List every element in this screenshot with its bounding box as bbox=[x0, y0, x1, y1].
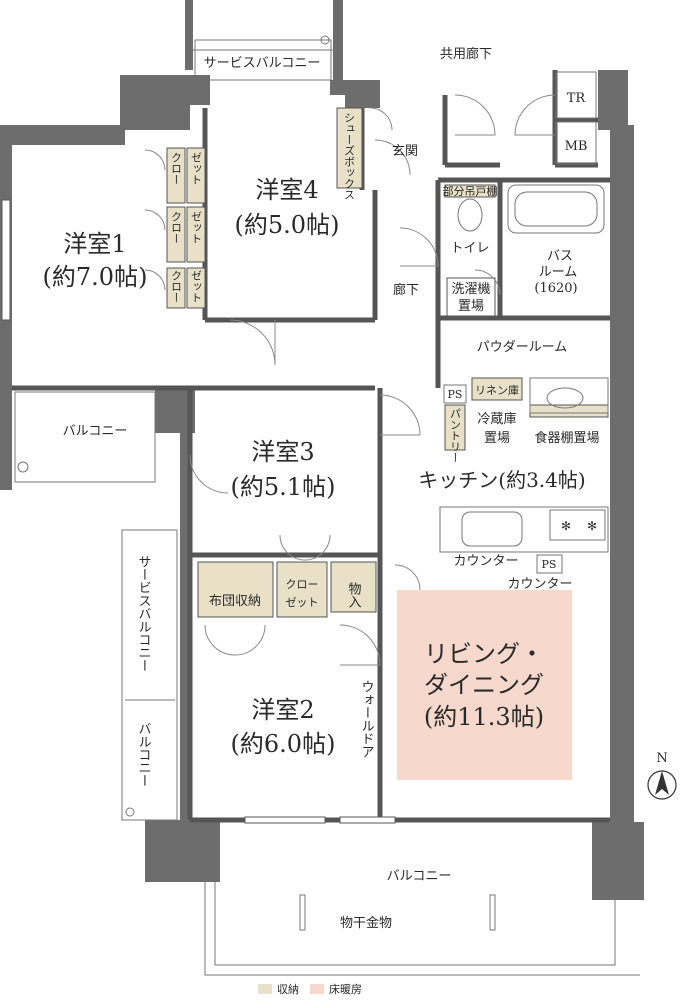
wall-line bbox=[194, 39, 332, 81]
drain bbox=[17, 461, 29, 473]
western4-name: 洋室4 bbox=[255, 176, 318, 204]
pillar bbox=[120, 75, 210, 130]
legend-heating-label: 床暖房 bbox=[329, 982, 362, 996]
closet-1-label-2: ゼット bbox=[190, 152, 203, 185]
walldoor-label: ウォールドア bbox=[359, 680, 374, 758]
stove bbox=[549, 509, 606, 541]
closet-2-label-1: クロー bbox=[170, 211, 183, 244]
balcony-outline bbox=[121, 529, 178, 821]
bath-label-2: ルーム bbox=[539, 265, 578, 280]
bath-label-3: (1620) bbox=[534, 281, 577, 296]
tr-label: TR bbox=[567, 91, 587, 106]
washer-label-2: 置場 bbox=[458, 299, 484, 314]
ldk-name-2: ダイニング bbox=[424, 671, 544, 699]
doors bbox=[144, 94, 556, 666]
wall bbox=[185, 0, 193, 70]
mb-label: MB bbox=[565, 139, 588, 154]
counter2-label: カウンター bbox=[507, 577, 572, 592]
tr-box bbox=[555, 71, 597, 119]
closet-label-2: ゼット bbox=[286, 596, 319, 609]
toilet-label: トイレ bbox=[450, 241, 489, 256]
sink bbox=[546, 387, 584, 409]
powder-room-label: パウダールーム bbox=[477, 340, 568, 355]
burner-icon: ✻ bbox=[561, 519, 571, 533]
fridge-label-2: 置場 bbox=[484, 431, 510, 446]
wall bbox=[598, 70, 628, 130]
western2-name: 洋室2 bbox=[251, 696, 314, 724]
bath-label-1: バス bbox=[547, 249, 573, 264]
hallway-label: 廊下 bbox=[393, 282, 419, 298]
drain bbox=[320, 35, 330, 45]
ldk-name-1: リビング・ bbox=[424, 640, 544, 668]
counter1-label: カウンター bbox=[453, 554, 518, 569]
western1-name: 洋室1 bbox=[63, 230, 126, 258]
pillar bbox=[592, 822, 644, 900]
kitchen-label: キッチン(約3.4帖) bbox=[418, 468, 585, 492]
legend-storage-label: 収納 bbox=[277, 983, 299, 996]
pantry-label: パントリー bbox=[449, 408, 462, 463]
storage-label: 物入 bbox=[346, 582, 362, 608]
closet-1-label-1: クロー bbox=[170, 152, 183, 185]
kitchen-sink bbox=[461, 511, 523, 547]
shared-corridor: 共用廊下 bbox=[440, 46, 492, 62]
closet-label-1: クロー bbox=[286, 578, 319, 591]
entrance-label: 玄関 bbox=[392, 144, 418, 159]
ps-box bbox=[443, 384, 467, 404]
balcony-bottom-label: バルコニー bbox=[387, 869, 452, 884]
western3-name: 洋室3 bbox=[251, 438, 314, 466]
legend-heating-swatch bbox=[310, 984, 324, 994]
window bbox=[339, 816, 396, 824]
window bbox=[1, 199, 11, 321]
closet-3-label-2: ゼット bbox=[190, 270, 203, 303]
dish-shelf-label: 食器棚置場 bbox=[534, 430, 599, 446]
service-balcony-top: サービスバルコニー bbox=[204, 56, 321, 71]
shoe-box-label: シューズボックス bbox=[343, 112, 356, 200]
kitchen-counter bbox=[439, 506, 609, 553]
western3-size: (約5.1帖) bbox=[231, 473, 336, 501]
storage-areas bbox=[166, 107, 609, 618]
bathtub-inner bbox=[514, 191, 598, 227]
laundry-pole bbox=[299, 894, 306, 931]
balcony-outline bbox=[14, 391, 156, 483]
mb-box bbox=[555, 121, 597, 165]
partial-cabinet-label: 部分吊戸棚 bbox=[443, 184, 498, 198]
closet-3-label-1: クロー bbox=[170, 270, 183, 303]
pillar bbox=[145, 820, 220, 882]
north-label: N bbox=[656, 751, 667, 766]
pillar bbox=[330, 80, 380, 108]
closet-2-label-2: ゼット bbox=[190, 211, 203, 244]
balcony-outline bbox=[214, 882, 616, 966]
north-compass-icon: N bbox=[647, 751, 677, 800]
wall bbox=[612, 125, 634, 835]
wall bbox=[180, 432, 188, 822]
burner-icon: ✻ bbox=[587, 519, 597, 533]
laundry-pole bbox=[489, 894, 496, 931]
ps-bottom-label: PS bbox=[542, 558, 557, 571]
futon-label: 布団収納 bbox=[209, 594, 261, 609]
floor-heating-area bbox=[397, 590, 572, 780]
balcony-left-label: バルコニー bbox=[63, 424, 128, 439]
legend-storage-swatch bbox=[258, 984, 272, 994]
balcony-outline bbox=[204, 882, 640, 976]
ldk-size: (約11.3帖) bbox=[424, 703, 544, 731]
wall bbox=[333, 0, 343, 88]
washer-label-1: 洗濯機 bbox=[451, 282, 490, 297]
drain bbox=[125, 807, 135, 817]
service-balcony-left-label: サービスバルコニー bbox=[136, 555, 152, 672]
laundry-pole-label: 物干金物 bbox=[340, 915, 392, 931]
linen-label: リネン庫 bbox=[475, 383, 519, 397]
ps-top-label: PS bbox=[448, 388, 463, 401]
balcony-left-small-label: バルコニー bbox=[136, 722, 152, 787]
western1-size: (約7.0帖) bbox=[43, 263, 148, 291]
wall bbox=[0, 125, 125, 145]
toilet-bowl bbox=[457, 198, 483, 232]
window bbox=[244, 816, 326, 824]
fridge-label-1: 冷蔵庫 bbox=[477, 412, 516, 427]
bathtub bbox=[507, 184, 605, 234]
western2-size: (約6.0帖) bbox=[231, 730, 336, 758]
ps-box bbox=[536, 554, 563, 574]
vanity bbox=[529, 377, 609, 414]
western4-size: (約5.0帖) bbox=[235, 211, 340, 239]
